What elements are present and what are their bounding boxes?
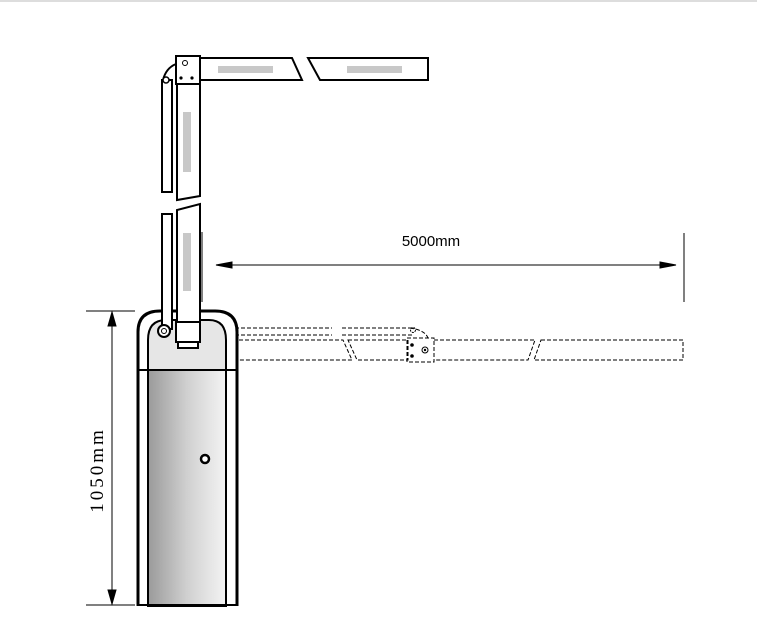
height-label: 1050mm bbox=[87, 427, 108, 513]
barrier-cabinet bbox=[136, 309, 239, 607]
dashed-pivot bbox=[410, 327, 416, 333]
bolt bbox=[423, 348, 427, 352]
lock-icon bbox=[199, 453, 211, 465]
height-dimension bbox=[86, 310, 135, 606]
bolt bbox=[179, 76, 183, 80]
bolt bbox=[190, 76, 194, 80]
pivot bbox=[161, 328, 167, 334]
reflective-stripes bbox=[183, 66, 402, 291]
bolt bbox=[182, 60, 188, 66]
pivot bbox=[162, 76, 170, 84]
width-dimension bbox=[201, 232, 685, 302]
bolt bbox=[410, 354, 414, 358]
width-label: 5000mm bbox=[402, 233, 460, 250]
bolt bbox=[410, 343, 414, 347]
raised-arm bbox=[161, 55, 429, 349]
pivot bbox=[157, 324, 171, 338]
bolt bbox=[421, 346, 429, 354]
dashed-lowered-arm bbox=[172, 327, 684, 363]
